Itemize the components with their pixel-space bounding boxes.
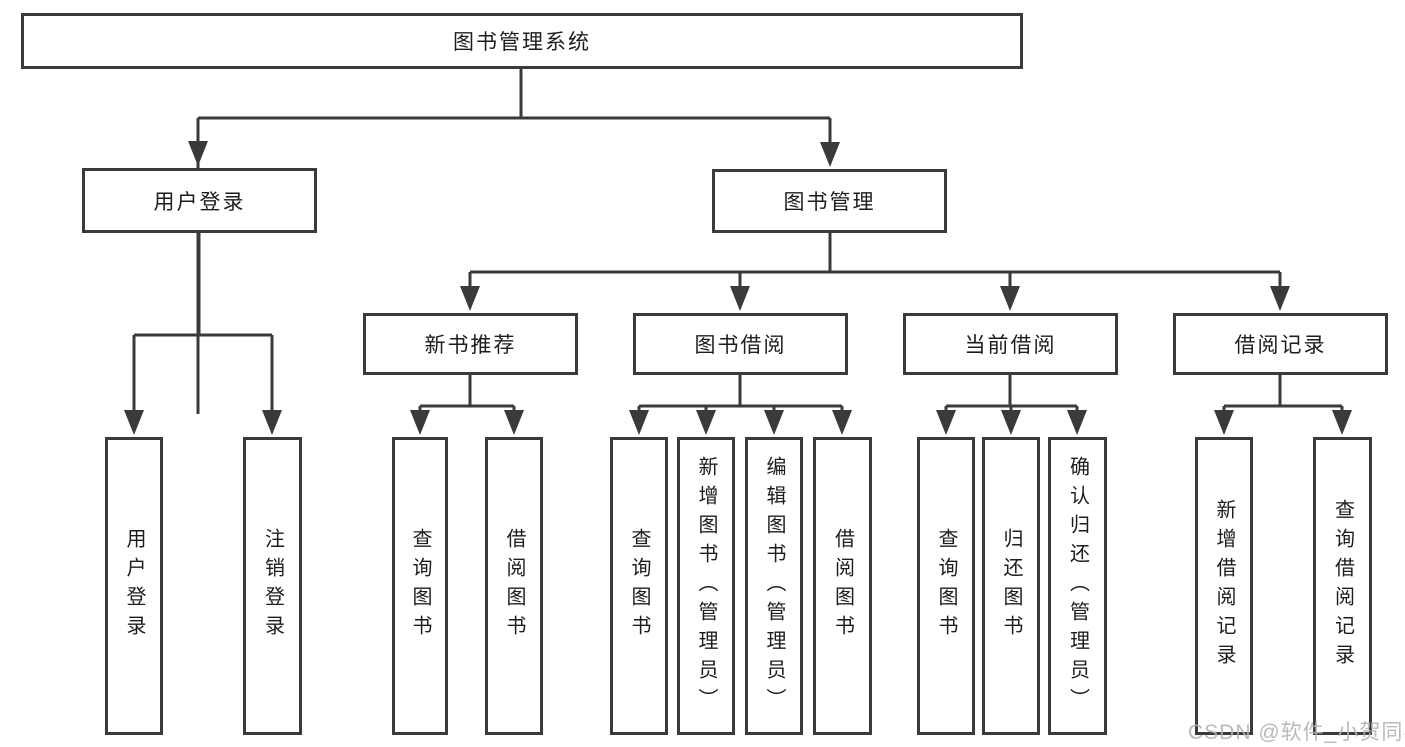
- edge-bookmgmt-to-level3: [468, 233, 1282, 298]
- leaf-cb-return-books: 归还图书: [982, 437, 1040, 735]
- arrowhead-icon: [1000, 286, 1020, 311]
- leaf-br-query-record: 查询借阅记录: [1313, 437, 1372, 735]
- leaf-br-add-record: 新增借阅记录: [1195, 437, 1253, 735]
- arrowhead-icon: [410, 410, 430, 435]
- node-label: 图书借阅: [694, 334, 787, 357]
- leaf-bb-borrow-books: 借阅图书: [813, 437, 872, 735]
- leaf-logout: 注销登录: [243, 437, 302, 735]
- leaf-nbr-query-books: 查询图书: [392, 437, 448, 735]
- node-label: 借阅图书: [831, 528, 854, 644]
- leaf-cb-confirm-return-admin: 确认归还（管理员）: [1048, 437, 1107, 735]
- node-label: 新增图书（管理员）: [695, 455, 717, 717]
- edge-root-to-level2: [196, 69, 832, 414]
- leaf-user-login: 用户登录: [105, 437, 163, 735]
- node-label: 查询借阅记录: [1331, 499, 1354, 673]
- node-book-borrow: 图书借阅: [633, 313, 848, 375]
- node-label: 编辑图书（管理员）: [763, 455, 785, 717]
- node-label: 确认归还（管理员）: [1066, 455, 1089, 717]
- node-label: 查询图书: [409, 528, 431, 644]
- leaf-cb-query-books: 查询图书: [917, 437, 975, 735]
- node-label: 查询图书: [628, 528, 650, 644]
- node-book-management: 图书管理: [712, 169, 947, 233]
- node-label: 借阅图书: [503, 528, 525, 644]
- arrowhead-icon: [1214, 410, 1234, 435]
- arrowhead-icon: [629, 410, 649, 435]
- arrowhead-icon: [124, 410, 144, 435]
- node-new-book-recommend: 新书推荐: [363, 313, 578, 375]
- arrowhead-icon: [188, 141, 208, 166]
- edge-bookborrow-to-leaves: [637, 375, 844, 420]
- arrowhead-icon: [504, 410, 524, 435]
- node-label: 用户登录: [153, 190, 246, 214]
- node-label: 新书推荐: [424, 334, 517, 357]
- edge-borrowrecord-to-leaves: [1222, 375, 1344, 420]
- arrowhead-icon: [936, 410, 956, 435]
- node-label: 图书管理系统: [453, 31, 591, 54]
- arrowhead-icon: [262, 410, 282, 435]
- arrowhead-icon: [696, 410, 716, 435]
- arrowhead-icon: [1067, 410, 1087, 435]
- node-label: 归还图书: [1000, 528, 1022, 644]
- edge-userlogin-to-leaves: [132, 233, 274, 418]
- node-label: 新增借阅记录: [1213, 499, 1235, 673]
- node-label: 注销登录: [261, 528, 284, 644]
- leaf-bb-query-books: 查询图书: [610, 437, 668, 735]
- leaf-bb-add-books-admin: 新增图书（管理员）: [677, 437, 735, 735]
- node-user-login: 用户登录: [82, 168, 317, 233]
- leaf-nbr-borrow-books: 借阅图书: [485, 437, 543, 735]
- node-borrow-record: 借阅记录: [1173, 313, 1388, 375]
- arrowheads: [124, 141, 1352, 435]
- node-label: 用户登录: [123, 528, 145, 644]
- node-label: 当前借阅: [964, 334, 1057, 357]
- edge-newbookrec-to-leaves: [418, 375, 516, 420]
- node-label: 图书管理: [783, 191, 876, 214]
- node-root-library-system: 图书管理系统: [21, 13, 1023, 69]
- csdn-watermark: CSDN @软件_小贺同学: [1188, 721, 1405, 744]
- arrowhead-icon: [764, 410, 784, 435]
- arrowhead-icon: [832, 410, 852, 435]
- arrowhead-icon: [1001, 410, 1021, 435]
- leaf-bb-edit-books-admin: 编辑图书（管理员）: [745, 437, 803, 735]
- node-label: 查询图书: [935, 528, 957, 644]
- arrowhead-icon: [730, 286, 750, 311]
- arrowhead-icon: [820, 142, 840, 167]
- arrowhead-icon: [460, 286, 480, 311]
- arrowhead-icon: [1332, 410, 1352, 435]
- arrowhead-icon: [1270, 286, 1290, 311]
- node-label: 借阅记录: [1234, 334, 1327, 357]
- node-current-borrow: 当前借阅: [903, 313, 1118, 375]
